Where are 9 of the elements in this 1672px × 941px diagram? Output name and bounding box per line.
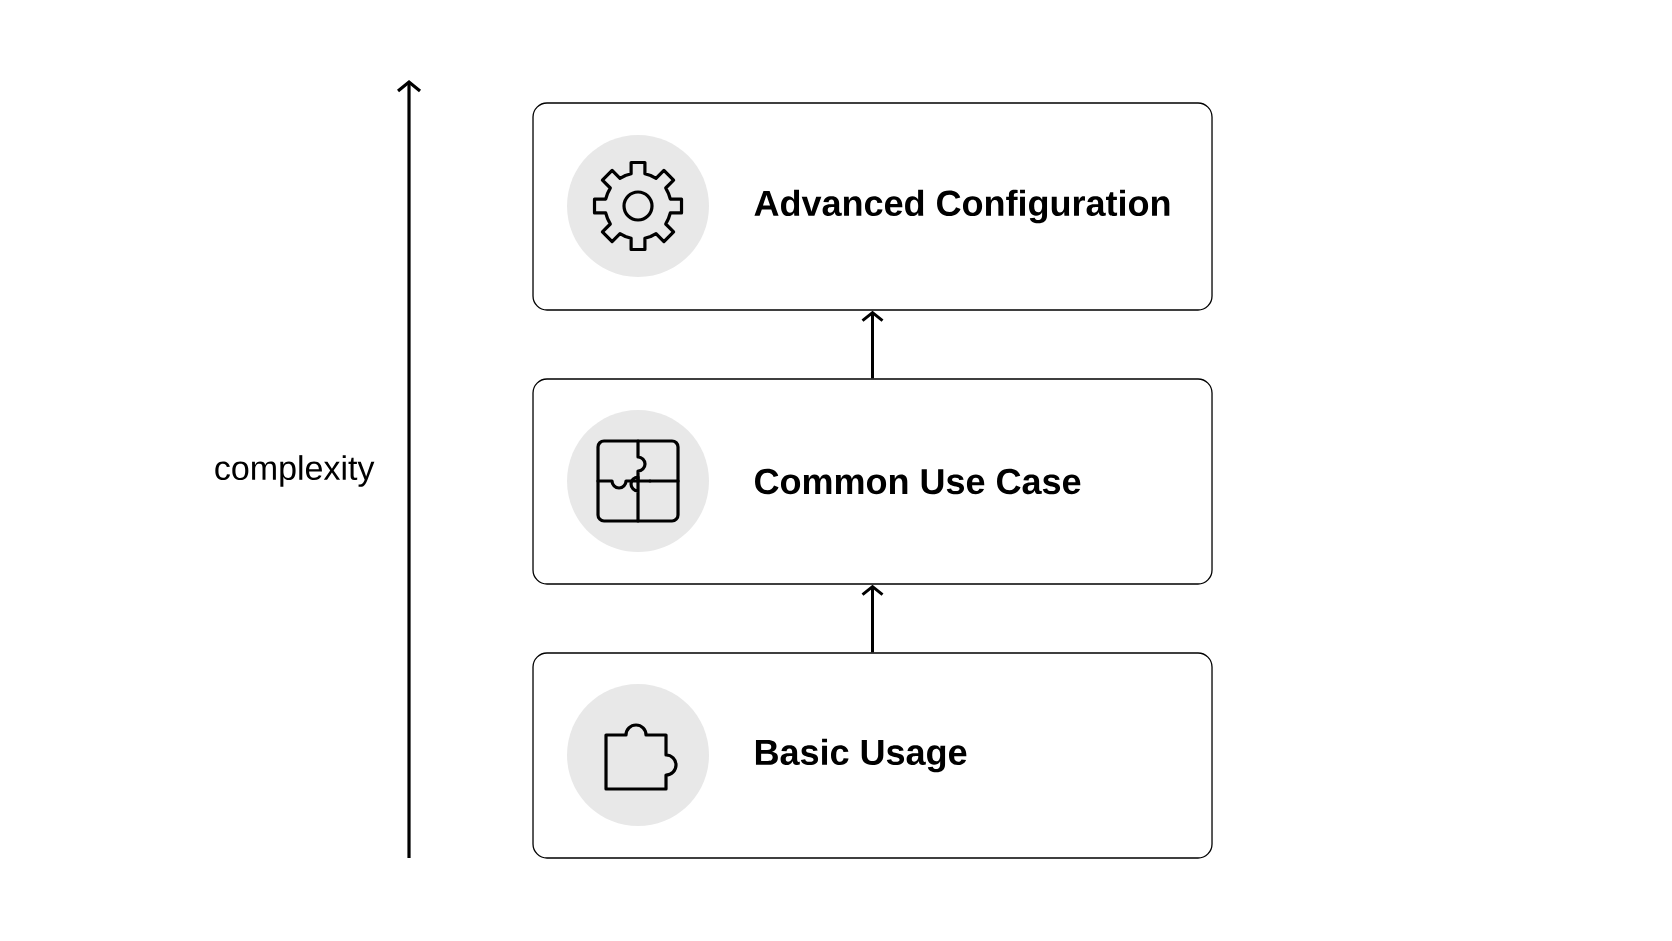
step-label: Advanced Configuration: [754, 189, 1170, 224]
step-label: Basic Usage: [755, 738, 967, 773]
arrow: [861, 584, 884, 653]
axis-label: complexity: [215, 455, 375, 487]
arrow: [861, 310, 884, 379]
step-box: [532, 102, 1213, 311]
step-label: Common Use Case: [755, 468, 1081, 495]
step-box: [532, 652, 1213, 859]
step-box: [532, 378, 1213, 585]
